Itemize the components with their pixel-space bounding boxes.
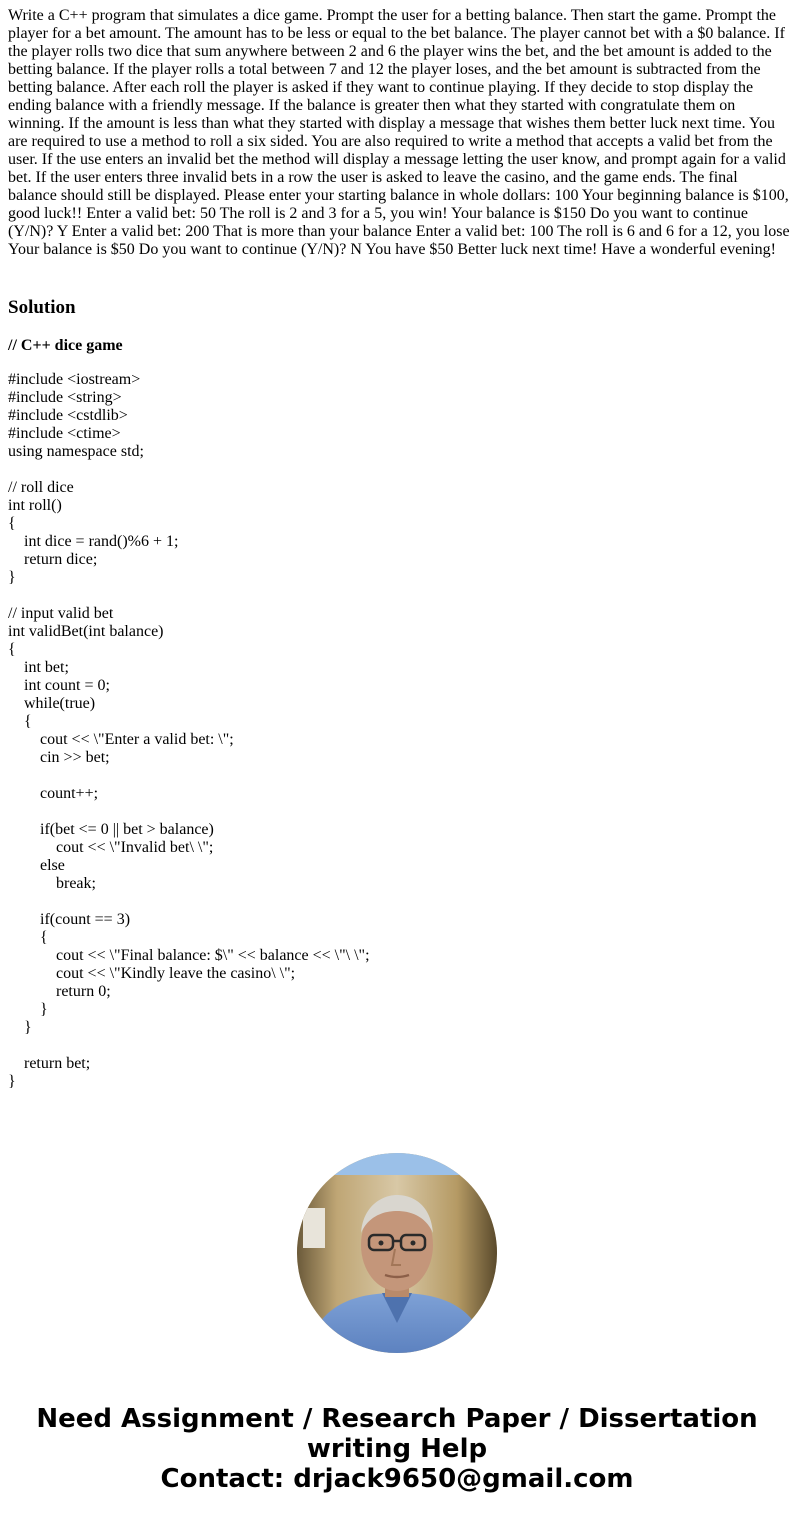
code-line [8, 1037, 790, 1055]
promo-line-2: writing Help [306, 1434, 488, 1464]
code-line: cout << \"Kindly leave the casino\ \"; [8, 965, 296, 982]
code-line: { [8, 515, 16, 532]
code-line [8, 803, 790, 821]
code-line: while(true) [8, 695, 96, 712]
code-line: return bet; [8, 1055, 91, 1072]
code-line: { [8, 641, 16, 658]
code-line: #include <ctime> [8, 425, 121, 442]
code-line: #include <cstdlib> [8, 407, 128, 424]
code-line: return dice; [8, 551, 98, 568]
code-line: } [8, 1073, 16, 1090]
code-line [8, 461, 790, 479]
code-title: // C++ dice game [8, 337, 123, 354]
question-text: Write a C++ program that simulates a dic… [8, 7, 790, 258]
promo-contact: Contact: drjack9650@gmail.com [160, 1464, 634, 1494]
code-line: #include <iostream> [8, 371, 141, 388]
code-line: count++; [8, 785, 99, 802]
code-line: { [8, 929, 48, 946]
promo-line-1: Need Assignment / Research Paper / Disse… [36, 1404, 758, 1434]
code-line: } [8, 1001, 48, 1018]
author-photo [297, 1153, 497, 1353]
code-line: int roll() [8, 497, 62, 514]
code-line: cout << \"Final balance: $\" << balance … [8, 947, 370, 964]
code-line: { [8, 713, 32, 730]
solution-heading: Solution [8, 297, 76, 318]
code-line [8, 587, 790, 605]
code-line [8, 893, 790, 911]
code-line: int validBet(int balance) [8, 623, 164, 640]
code-line: else [8, 857, 65, 874]
code-line: return 0; [8, 983, 111, 1000]
author-avatar [297, 1153, 497, 1353]
code-line: if(count == 3) [8, 911, 131, 928]
code-line [8, 1091, 790, 1109]
code-line: cout << \"Invalid bet\ \"; [8, 839, 214, 856]
code-line [8, 767, 790, 785]
code-line: if(bet <= 0 || bet > balance) [8, 821, 214, 838]
code-line: cin >> bet; [8, 749, 110, 766]
code-line: using namespace std; [8, 443, 144, 460]
promo-banner: Need Assignment / Research Paper / Disse… [0, 1404, 794, 1494]
code-line: break; [8, 875, 96, 892]
code-line [8, 1109, 790, 1123]
code-line: } [8, 1019, 32, 1036]
code-line: int dice = rand()%6 + 1; [8, 533, 179, 550]
code-line: // roll dice [8, 479, 74, 496]
code-line: int count = 0; [8, 677, 110, 694]
code-line: // input valid bet [8, 605, 114, 622]
code-line: cout << \"Enter a valid bet: \"; [8, 731, 234, 748]
code-block: #include <iostream>#include <string>#inc… [8, 371, 790, 1123]
code-line: } [8, 569, 16, 586]
code-line: int bet; [8, 659, 69, 676]
code-line: #include <string> [8, 389, 122, 406]
